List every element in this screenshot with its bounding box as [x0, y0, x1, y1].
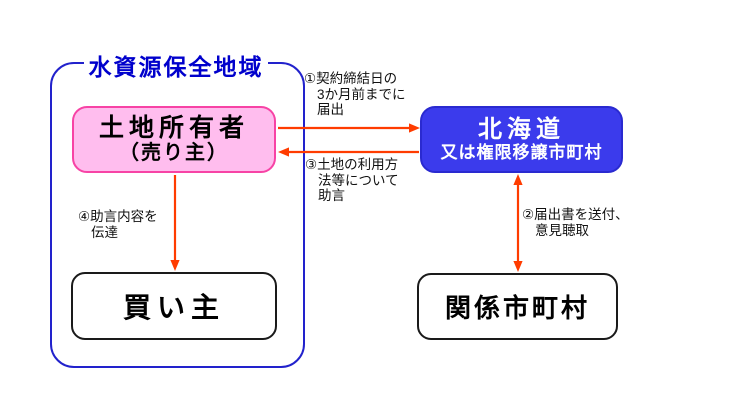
step3-line2: 法等について [318, 172, 399, 188]
node-municipalities-label: 関係市町村 [444, 293, 590, 323]
node-hokkaido-name: 北海道 [478, 115, 565, 143]
region-title: 水資源保全地域 [84, 47, 268, 83]
node-landowner-name: 土地所有者 [98, 113, 249, 142]
step3-line3: 助言 [318, 188, 345, 203]
step1-line3: 届出 [317, 102, 344, 117]
step4-line2: 伝達 [91, 224, 118, 240]
node-landowner-role: （売り主） [119, 141, 229, 164]
step2-line1: ②届出書を送付、 [522, 207, 629, 222]
arrow-step2-head-down-icon [513, 261, 523, 272]
node-buyer: 買い主 [71, 272, 277, 340]
step3-line1: ③土地の利用方 [305, 157, 399, 172]
step4-line1: ④助言内容を [78, 209, 158, 224]
node-buyer-label: 買い主 [122, 292, 225, 323]
step3-label: ③土地の利用方 法等について 助言 [305, 157, 399, 204]
step1-line2: 3か月前までに [317, 86, 406, 102]
node-hokkaido-subtitle: 又は権限移譲市町村 [440, 142, 603, 162]
step4-label: ④助言内容を 伝達 [78, 209, 158, 240]
step1-label: ①契約締結日の 3か月前までに 届出 [304, 71, 406, 118]
arrow-step1-head-right-icon [409, 123, 420, 133]
step2-line2: 意見聴取 [535, 222, 589, 238]
step1-line1: ①契約締結日の [304, 71, 398, 86]
node-landowner: 土地所有者 （売り主） [72, 106, 276, 173]
arrow-step2-head-up-icon [513, 174, 523, 185]
node-municipalities: 関係市町村 [417, 273, 618, 340]
step2-label: ②届出書を送付、 意見聴取 [522, 207, 629, 238]
node-hokkaido: 北海道 又は権限移譲市町村 [420, 106, 623, 173]
